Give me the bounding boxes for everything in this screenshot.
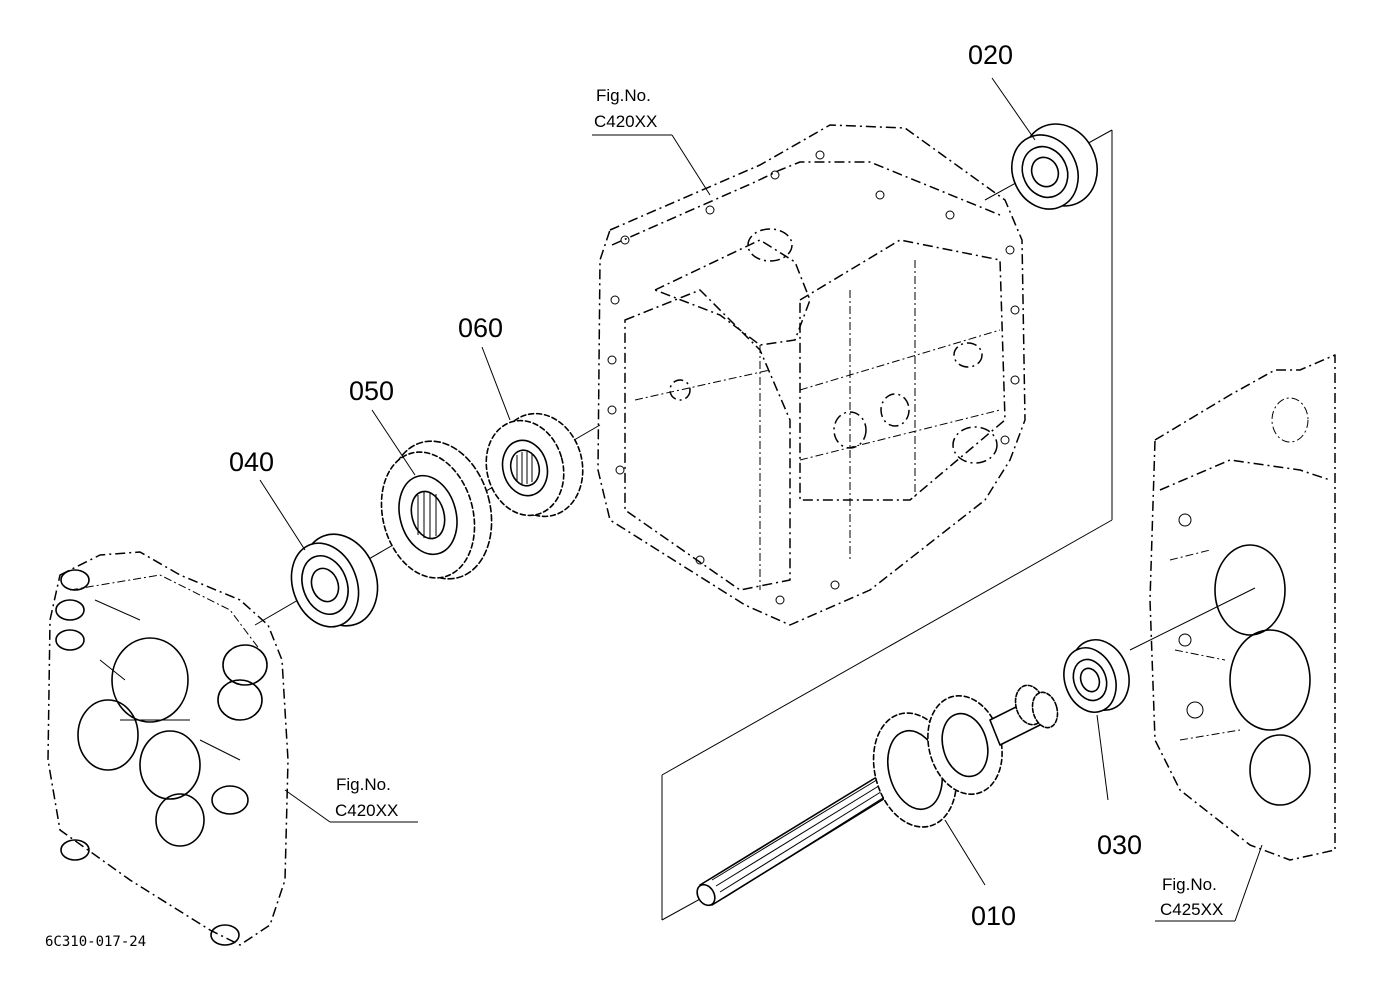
fig-ref-left-line2: C420XX	[335, 801, 398, 820]
part-label-060: 060	[458, 313, 503, 343]
ball-bearing-030	[1063, 639, 1130, 713]
fig-ref-top-line1: Fig.No.	[596, 86, 651, 105]
ball-bearing-040	[290, 533, 379, 628]
shaft-assembly-010	[696, 684, 1059, 907]
part-label-020: 020	[968, 40, 1013, 70]
fig-ref-right-line2: C425XX	[1160, 900, 1223, 919]
fig-ref-left-line1: Fig.No.	[336, 775, 391, 794]
part-label-010: 010	[971, 901, 1016, 931]
part-label-040: 040	[229, 447, 274, 477]
leader-lines	[259, 77, 1263, 922]
spur-gear-060	[485, 412, 584, 518]
part-label-030: 030	[1097, 830, 1142, 860]
part-label-050: 050	[349, 376, 394, 406]
ball-bearing-020	[1011, 123, 1098, 210]
transmission-case-housing	[597, 124, 1026, 626]
right-gear-housing	[1149, 354, 1336, 861]
case-bolt-holes	[607, 150, 1020, 605]
fig-ref-top-line2: C420XX	[594, 112, 657, 131]
spur-gear-050	[380, 440, 493, 580]
drawing-id: 6C310-017-24	[45, 934, 146, 950]
fig-ref-right-line1: Fig.No.	[1162, 875, 1217, 894]
left-cover-housing	[47, 551, 289, 946]
